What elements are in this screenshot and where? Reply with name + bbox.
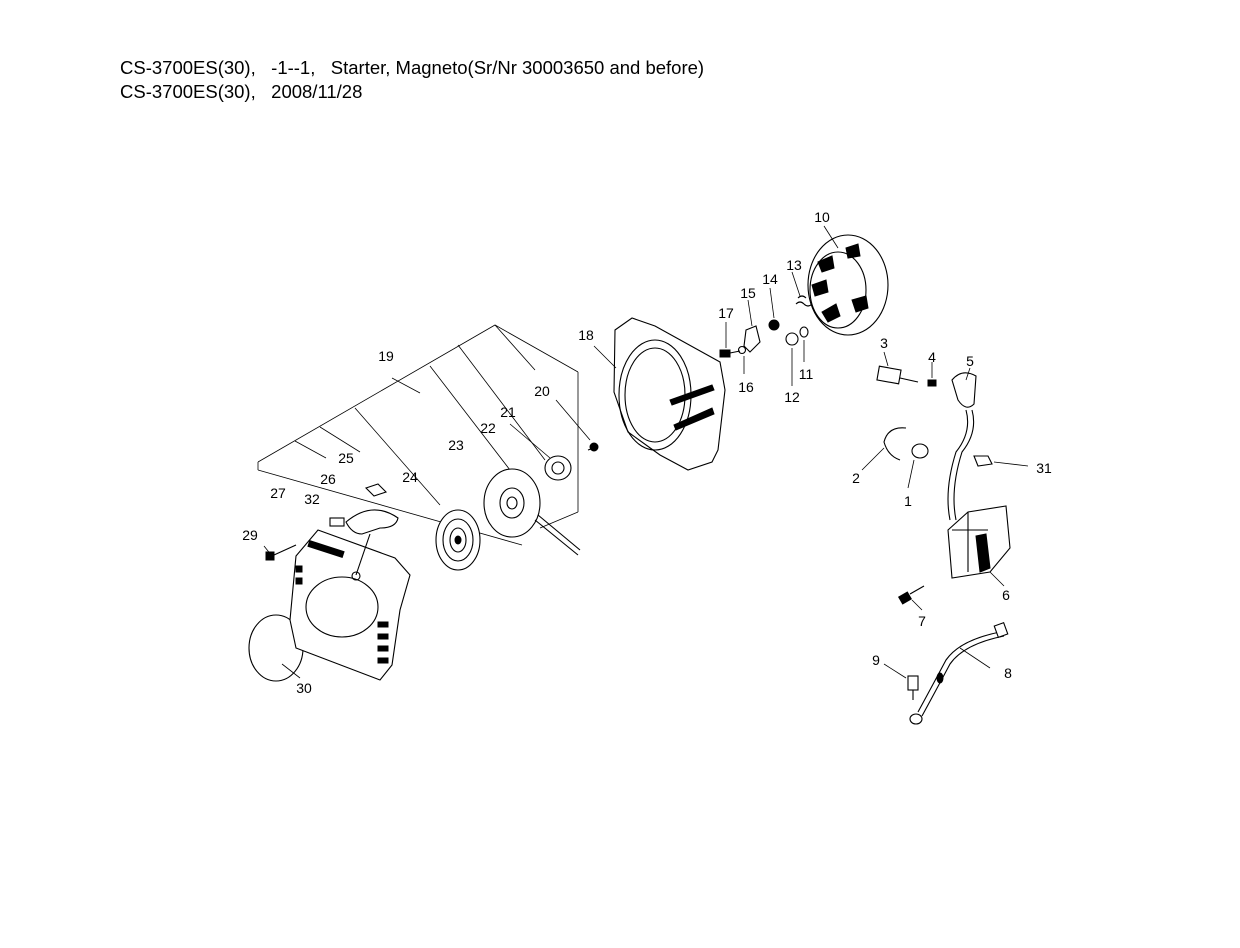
part-3-spark-plug [876,365,919,385]
page-header: CS-3700ES(30), -1--1, Starter, Magneto(S… [120,56,704,104]
callout-7: 7 [918,613,926,629]
callout-17: 17 [718,305,734,321]
callout-32: 32 [304,491,320,507]
callout-21: 21 [500,404,516,420]
part-21-ratchet [544,455,572,481]
callout-10: 10 [814,209,830,225]
part-18-air-guide [613,317,726,471]
callout-31: 31 [1036,460,1052,476]
callout-4: 4 [928,349,936,365]
header-title-line: CS-3700ES(30), -1--1, Starter, Magneto(S… [120,57,705,78]
callout-26: 26 [320,471,336,487]
callout-24: 24 [402,469,418,485]
part-15-pawl [743,325,761,353]
callout-13: 13 [786,257,802,273]
part-23-rope-pulley [483,468,581,556]
part-14-nut [768,319,780,331]
callout-14: 14 [762,271,778,287]
header-date-line: CS-3700ES(30), 2008/11/28 [120,81,363,102]
ignition-lead [947,409,969,521]
part-20-screw [587,442,599,452]
part-2-wire-clip [883,427,907,461]
callout-16: 16 [738,379,754,395]
part-6-ignition-coil [947,505,1011,579]
callout-23: 23 [448,437,464,453]
part-8-ground-wire [909,621,1009,725]
callout-25: 25 [338,450,354,466]
part-31-clamp [973,455,993,467]
callout-5: 5 [966,353,974,369]
part-27-starter-housing [289,529,411,681]
callout-numbers: 1 2 3 4 5 6 7 8 9 10 11 12 13 14 15 16 1… [242,209,1052,696]
part-7-screw [897,585,925,605]
callout-19: 19 [378,348,394,364]
part-26-starter-handle [345,509,399,576]
callout-12: 12 [784,389,800,405]
part-29-screw [265,544,297,561]
callout-8: 8 [1004,665,1012,681]
callout-15: 15 [740,285,756,301]
callout-29: 29 [242,527,258,543]
callout-2: 2 [852,470,860,486]
part-11-washer [799,326,809,338]
callout-9: 9 [872,652,880,668]
part-17-bolt [719,349,741,358]
part-9-screw [907,675,919,700]
part-16-washer [737,345,747,355]
part-13-spring [795,295,813,307]
callout-22: 22 [480,420,496,436]
callout-11: 11 [799,366,814,382]
part-1-grommet [911,443,929,459]
part-12-nut [785,332,799,346]
callout-18: 18 [578,327,594,343]
part-24-spring-case [435,509,481,571]
part-4-terminal-nut [927,379,937,387]
callout-30: 30 [296,680,312,696]
part-32-decal [329,517,345,527]
callout-3: 3 [880,335,888,351]
part-10-flywheel [807,234,889,336]
part-5-plug-cap [951,372,977,408]
callout-6: 6 [1002,587,1010,603]
callout-27: 27 [270,485,286,501]
callout-1: 1 [904,493,912,509]
assembly-19-bracket [257,324,579,546]
callout-20: 20 [534,383,550,399]
part-25-pin [364,483,388,497]
